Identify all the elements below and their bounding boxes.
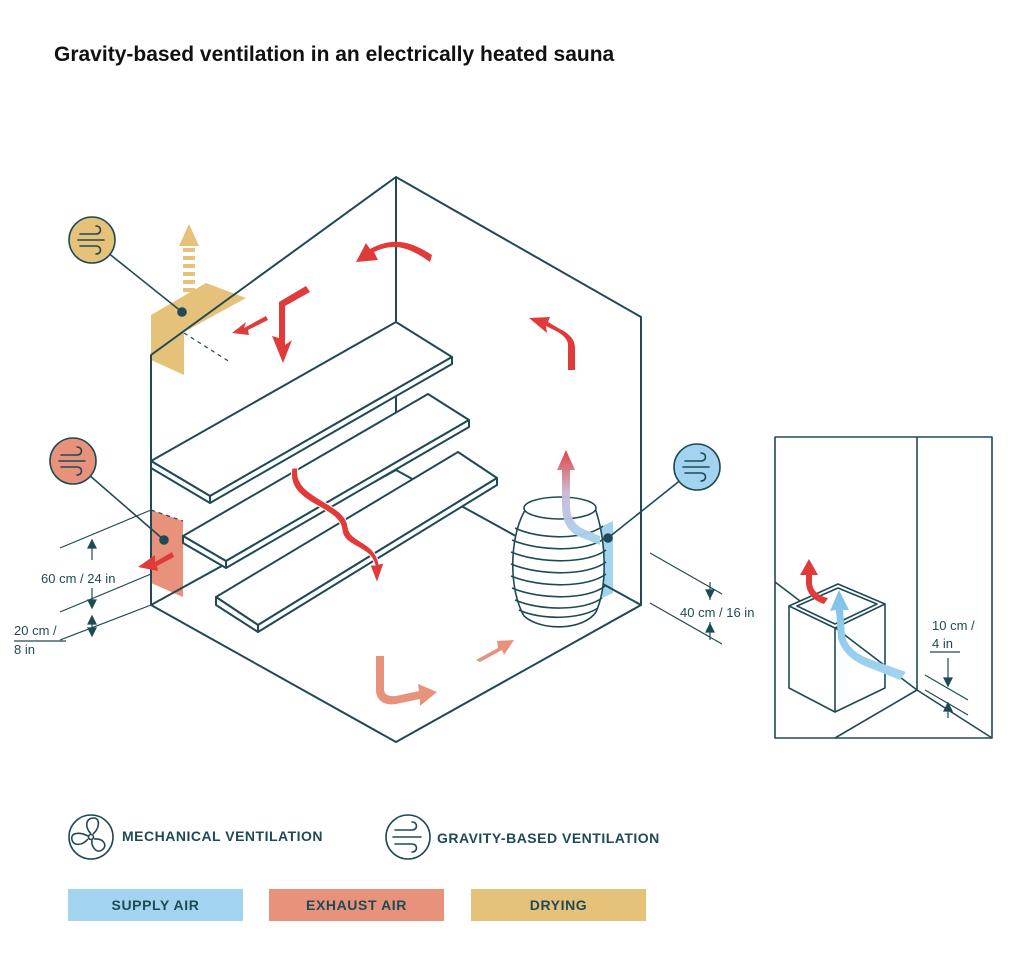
supply-height-label: 40 cm / 16 in [680,605,754,620]
floor-gap-label-1: 20 cm / [14,623,57,638]
inset-gap-label-1: 10 cm / [932,618,975,633]
legend-swatch-exhaust: EXHAUST AIR [269,889,444,921]
callout-exhaust [49,437,97,485]
exhaust-vent-panel [151,510,183,597]
dimension-left [14,509,152,642]
drying-arrow [179,224,199,294]
exhaust-height-label: 60 cm / 24 in [41,571,115,586]
floor-gap-label-2: 8 in [14,642,35,657]
heater-airflow-arrow [557,450,600,545]
floor-arrows [376,640,514,706]
wind-icon [385,814,431,860]
inset-exhaust-arrow [800,559,828,604]
downdraft-arrow [291,467,385,585]
inset-supply-arrow [830,590,906,680]
legend-swatch-label: SUPPLY AIR [111,897,200,913]
page-title: Gravity-based ventilation in an electric… [54,43,615,66]
wind-icon [58,446,86,476]
fan-icon [68,814,114,860]
legend-mechanical-label: MECHANICAL VENTILATION [122,828,324,844]
wind-icon [77,225,105,255]
legend-swatch-supply: SUPPLY AIR [68,889,243,921]
callout-supply [673,443,721,491]
legend-gravity-label: GRAVITY-BASED VENTILATION [437,830,660,846]
dimension-right [649,552,723,645]
wind-icon [682,452,710,482]
benches [150,321,498,633]
inset-dimension [924,651,969,718]
legend-swatch-label: EXHAUST AIR [306,897,407,913]
callout-drying [68,216,116,264]
inset-gap-label-2: 4 in [932,636,953,651]
legend-swatch-label: DRYING [529,897,588,913]
legend-swatch-drying: DRYING [471,889,646,921]
sauna-heater [510,496,607,628]
circulation-arrows [138,241,575,571]
